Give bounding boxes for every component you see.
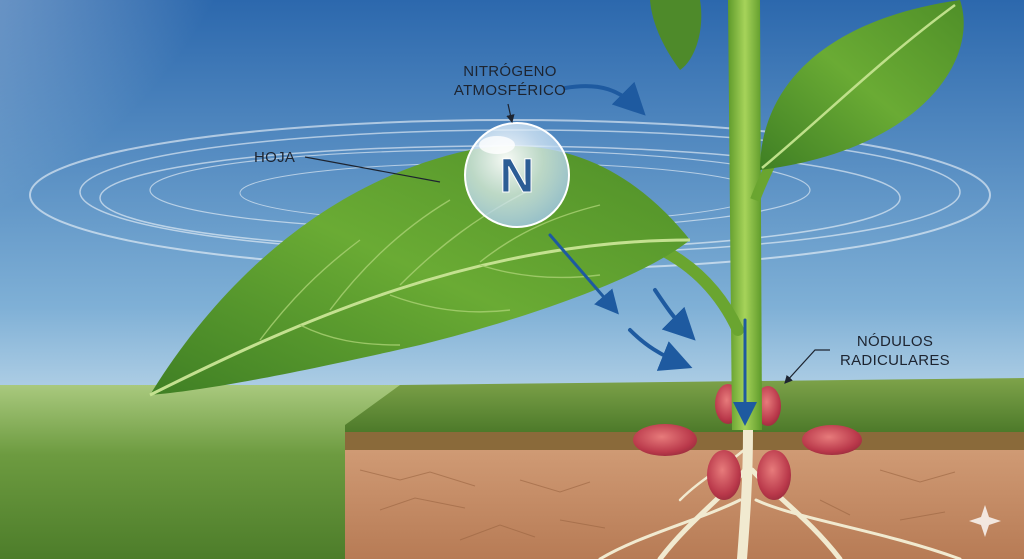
leaf-label: HOJA <box>254 149 296 166</box>
arrow-down-2 <box>628 328 693 371</box>
nitrogen-bubble: N <box>464 122 570 228</box>
nitrogen-label-line1: NITRÓGENO <box>463 63 557 80</box>
nodules-label: NÓDULOS RADICULARES <box>835 332 955 370</box>
nitrogen-symbol: N <box>500 150 535 203</box>
flow-arrows <box>548 81 757 426</box>
nodules-pointer <box>784 349 830 384</box>
arrow-down-1 <box>653 288 696 341</box>
sparkle-icon <box>969 505 1001 537</box>
nodule <box>707 450 741 500</box>
label-pointers <box>304 103 830 384</box>
nitrogen-label-line2: ATMOSFÉRICO <box>453 82 567 99</box>
nodule <box>633 424 697 456</box>
nitrogen-pointer <box>506 103 515 124</box>
nodule <box>757 450 791 500</box>
upper-right-leaf <box>760 0 964 170</box>
top-leaf-left <box>650 0 702 70</box>
leaf-pointer <box>304 156 441 183</box>
nodules-label-line1: NÓDULOS <box>856 333 934 350</box>
sun-glow <box>0 0 280 270</box>
nodule <box>802 425 862 455</box>
arrow-leaf-to-stem <box>548 233 619 315</box>
nodules-label-line2: RADICULARES <box>840 352 950 369</box>
nitrogen-label: NITRÓGENO ATMOSFÉRICO <box>440 62 580 100</box>
arrow-air-in <box>563 81 646 116</box>
